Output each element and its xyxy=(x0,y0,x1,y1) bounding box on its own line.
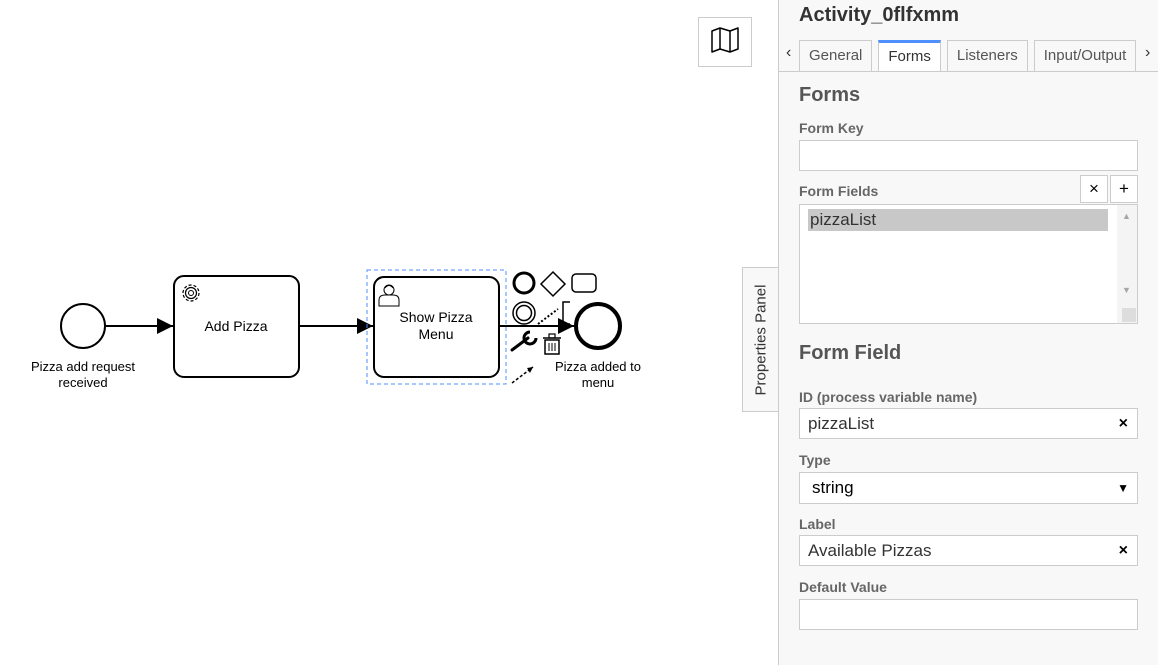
resize-handle-icon[interactable] xyxy=(1122,308,1136,322)
element-id-title: Activity_0flfxmm xyxy=(799,4,960,26)
service-task-label: Add Pizza xyxy=(204,318,267,334)
tab-listeners[interactable]: Listeners xyxy=(946,40,1028,71)
start-event-label-line2: received xyxy=(58,375,107,390)
map-icon xyxy=(710,26,740,58)
label-label: Label xyxy=(799,516,836,532)
start-event[interactable] xyxy=(60,303,106,349)
append-end-event-icon[interactable] xyxy=(512,271,536,295)
start-event-label-line1: Pizza add request xyxy=(31,359,135,374)
end-event[interactable] xyxy=(574,302,622,350)
trash-icon[interactable] xyxy=(543,333,561,355)
form-field-section-title: Form Field xyxy=(799,342,902,364)
properties-panel-toggle-label: Properties Panel xyxy=(752,284,770,395)
forms-section-title: Forms xyxy=(799,84,861,106)
user-task-label-line1: Show Pizza xyxy=(399,309,472,325)
form-field-list-item[interactable]: pizzaList xyxy=(808,209,1108,231)
user-icon xyxy=(378,284,400,307)
wrench-icon[interactable] xyxy=(510,330,538,352)
type-select-value: string xyxy=(812,478,854,497)
diagram-svg: Pizza add request received Add Pizza Sho… xyxy=(31,269,641,390)
end-event-label-line2: menu xyxy=(582,375,615,390)
properties-panel: Activity_0flfxmm ‹ General Forms Listene… xyxy=(778,0,1158,665)
form-fields-list[interactable]: pizzaList ▲ ▼ xyxy=(799,204,1138,324)
bpmn-canvas[interactable]: Pizza add request received Add Pizza Sho… xyxy=(0,0,742,665)
gear-icon xyxy=(182,284,200,302)
end-event-label-line1: Pizza added to xyxy=(555,359,641,374)
tab-scroll-left-icon[interactable]: ‹ xyxy=(786,44,792,61)
label-input[interactable]: Available Pizzas × xyxy=(799,535,1138,566)
tab-scroll-right-icon[interactable]: › xyxy=(1145,44,1151,61)
append-task-icon[interactable] xyxy=(571,273,597,293)
chevron-down-icon: ▼ xyxy=(1117,481,1129,495)
id-label: ID (process variable name) xyxy=(799,389,978,405)
id-input[interactable]: pizzaList × xyxy=(799,408,1138,439)
scroll-down-icon[interactable]: ▼ xyxy=(1122,285,1131,295)
clear-label-icon[interactable]: × xyxy=(1118,542,1128,559)
scroll-up-icon[interactable]: ▲ xyxy=(1122,211,1131,221)
association-icon[interactable] xyxy=(537,308,559,325)
properties-panel-toggle[interactable]: Properties Panel xyxy=(742,267,779,412)
type-select[interactable]: string ▼ xyxy=(799,472,1138,504)
tab-bar: General Forms Listeners Input/Output xyxy=(799,40,1142,71)
id-input-value: pizzaList xyxy=(808,414,875,433)
clear-id-icon[interactable]: × xyxy=(1118,415,1128,432)
append-intermediate-event-icon[interactable] xyxy=(512,301,536,325)
default-value-label: Default Value xyxy=(799,579,887,595)
text-annotation-icon[interactable] xyxy=(562,301,570,325)
remove-form-field-button[interactable]: × xyxy=(1080,175,1108,203)
add-form-field-button[interactable]: + xyxy=(1110,175,1138,203)
context-pad xyxy=(510,270,597,384)
tab-input-output[interactable]: Input/Output xyxy=(1033,40,1137,71)
tab-forms[interactable]: Forms xyxy=(878,40,941,71)
form-key-input[interactable] xyxy=(799,140,1138,171)
user-task-label-line2: Menu xyxy=(418,326,453,342)
form-fields-label: Form Fields xyxy=(799,183,879,199)
tab-general[interactable]: General xyxy=(799,40,873,71)
form-fields-scrollbar[interactable]: ▲ ▼ xyxy=(1117,205,1137,323)
tab-divider xyxy=(779,71,1158,72)
connect-icon[interactable] xyxy=(511,366,534,384)
default-value-input[interactable] xyxy=(799,599,1138,630)
label-input-value: Available Pizzas xyxy=(808,541,932,560)
type-label: Type xyxy=(799,452,831,468)
form-key-label: Form Key xyxy=(799,120,864,136)
append-gateway-icon[interactable] xyxy=(539,270,567,298)
minimap-toggle-button[interactable] xyxy=(698,17,752,67)
